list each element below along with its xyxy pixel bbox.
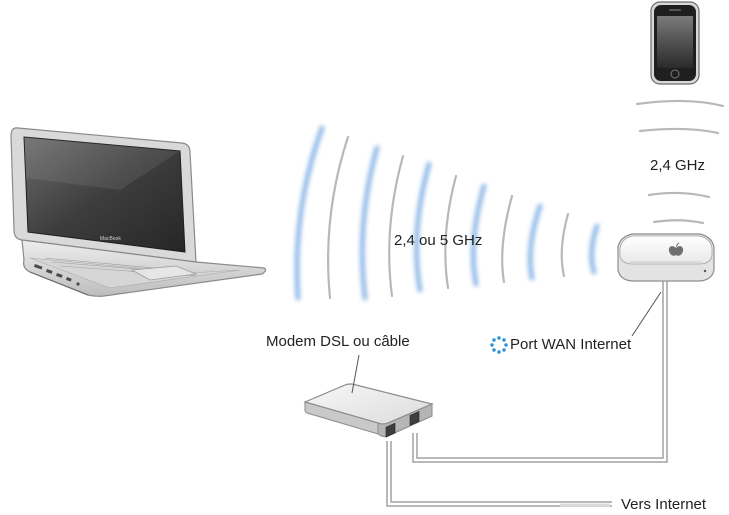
leader-lines (351, 291, 662, 394)
ethernet-cable (412, 281, 668, 463)
band-label-single: 2,4 GHz (650, 157, 706, 174)
band-label-dual: 2,4 ou 5 GHz (394, 232, 483, 249)
laptop-badge: MacBook (100, 236, 121, 242)
wan-port-label: Port WAN Internet (510, 336, 632, 353)
port-wan-icon (490, 336, 508, 354)
laptop: MacBook (10, 127, 267, 297)
dsl-cable-modem (303, 383, 434, 438)
internet-label: Vers Internet (621, 496, 707, 513)
wifi-waves-dual-band (294, 125, 600, 301)
wifi-waves-single-band (635, 99, 725, 225)
wifi-base-station (617, 233, 715, 282)
smartphone (650, 1, 700, 85)
internet-cable (386, 441, 612, 507)
modem-label: Modem DSL ou câble (266, 333, 410, 350)
apple-logo (668, 242, 684, 256)
